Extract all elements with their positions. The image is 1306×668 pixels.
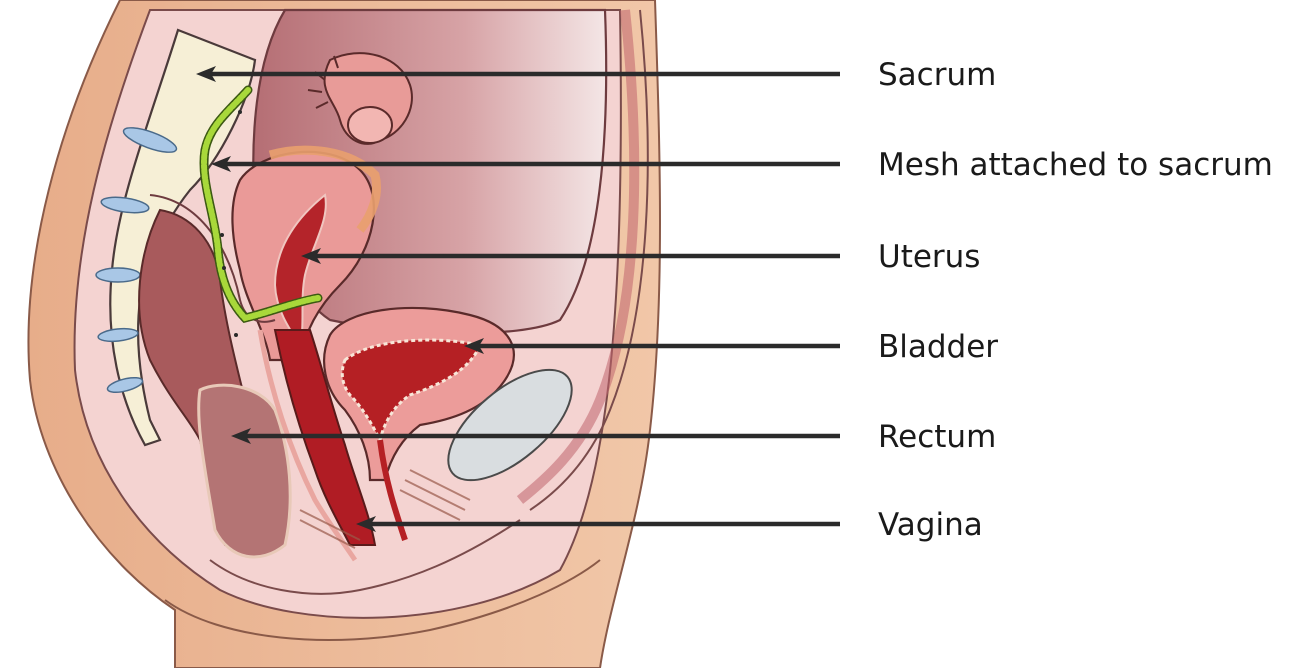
label-mesh-attached-to-sacrum: Mesh attached to sacrum <box>878 147 1273 183</box>
label-uterus: Uterus <box>878 239 980 275</box>
label-rectum: Rectum <box>878 419 996 455</box>
label-vagina: Vagina <box>878 507 983 543</box>
anatomy-illustration <box>28 0 660 668</box>
label-bladder: Bladder <box>878 329 998 365</box>
labels: Sacrum Mesh attached to sacrum Uterus Bl… <box>878 57 1273 543</box>
label-sacrum: Sacrum <box>878 57 996 93</box>
